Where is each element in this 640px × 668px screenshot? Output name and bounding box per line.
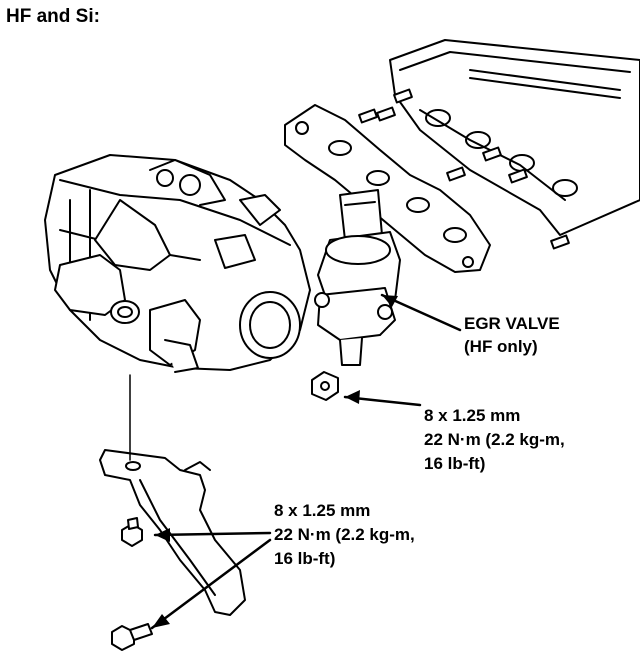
lower-bolt-size: 8 x 1.25 mm: [274, 501, 371, 520]
upper-bolt-torque: 22 N·m (2.2 kg-m,: [424, 430, 565, 449]
upper-bolt-torque-imperial: 16 lb-ft): [424, 454, 486, 473]
egr-nut: [311, 371, 339, 401]
egr-valve-label: EGR VALVE: [464, 314, 560, 333]
manifold-studs: [358, 88, 570, 250]
arrow-heads: [152, 295, 398, 628]
bracket-bolt-lower: [111, 623, 153, 651]
manifold-gasket: [284, 104, 491, 273]
diagram-title: HF and Si:: [6, 6, 100, 27]
egr-valve: [314, 189, 401, 366]
throttle-body: [44, 154, 311, 373]
intake-manifold: [389, 39, 640, 236]
mounting-bracket: [99, 449, 246, 616]
bracket-bolt-upper: [121, 517, 143, 547]
upper-bolt-size: 8 x 1.25 mm: [424, 406, 521, 425]
lower-bolt-torque: 22 N·m (2.2 kg-m,: [274, 525, 415, 544]
lower-bolt-torque-imperial: 16 lb-ft): [274, 549, 336, 568]
egr-valve-note: (HF only): [464, 337, 538, 356]
